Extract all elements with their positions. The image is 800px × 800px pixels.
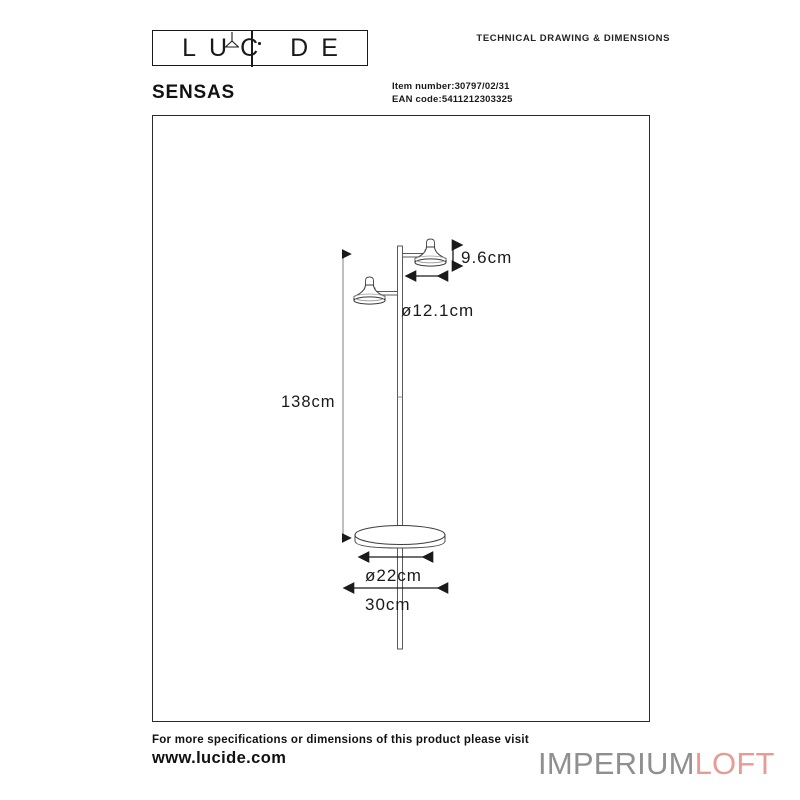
page-footer: For more specifications or dimensions of… bbox=[0, 722, 800, 800]
product-codes: Item number:30797/02/31 EAN code:5411212… bbox=[392, 80, 513, 106]
item-number-label: Item number: bbox=[392, 81, 455, 92]
imperiumloft-watermark: IMPERIUMLOFT bbox=[538, 746, 775, 782]
document-type-title: TECHNICAL DRAWING & DIMENSIONS bbox=[476, 33, 670, 44]
hanging-lamp-icon bbox=[224, 32, 240, 48]
floor-lamp-drawing: 138cm 9.6cm ø12.1cm ø22cm 30cm bbox=[281, 238, 512, 650]
ean-code-label: EAN code: bbox=[392, 94, 442, 105]
footer-note: For more specifications or dimensions of… bbox=[152, 734, 529, 746]
watermark-imperium: IMPERIUM bbox=[538, 746, 695, 781]
ean-code-row: EAN code:5411212303325 bbox=[392, 93, 513, 106]
brand-letter-i-dot bbox=[258, 42, 261, 45]
brand-logo-divider bbox=[251, 31, 253, 67]
brand-logo-letters: L U C D E bbox=[153, 31, 367, 65]
brand-letter-l: L bbox=[182, 33, 197, 62]
round-base bbox=[354, 524, 446, 549]
dimension-overall-width-label: 30cm bbox=[365, 595, 411, 614]
upper-lamp-shade bbox=[402, 238, 447, 267]
brand-letter-d: D bbox=[290, 33, 309, 62]
lamp-geometry bbox=[353, 238, 447, 650]
item-number-row: Item number:30797/02/31 bbox=[392, 80, 513, 93]
dimension-shade-height-label: 9.6cm bbox=[461, 248, 512, 267]
brand-letter-c: C bbox=[240, 33, 259, 62]
lower-lamp-shade bbox=[353, 276, 398, 305]
dimension-total-height-label: 138cm bbox=[281, 393, 336, 411]
watermark-loft: LOFT bbox=[694, 746, 775, 781]
vertical-pole bbox=[397, 245, 403, 650]
brand-logo: L U C D E bbox=[152, 30, 368, 67]
brand-letter-e: E bbox=[321, 33, 338, 62]
footer-website-link[interactable]: www.lucide.com bbox=[152, 749, 287, 767]
technical-drawing-frame: 138cm 9.6cm ø12.1cm ø22cm 30cm bbox=[152, 115, 650, 722]
ean-code-value: 5411212303325 bbox=[441, 94, 513, 105]
page-header: L U C D E TECHNICAL DRAWING & DIMENSIONS… bbox=[0, 0, 800, 112]
brand-letter-u: U bbox=[209, 33, 228, 62]
dimension-shade-diameter-label: ø12.1cm bbox=[401, 301, 474, 320]
page-title: SENSAS bbox=[152, 82, 235, 103]
item-number-value: 30797/02/31 bbox=[454, 81, 510, 92]
dimension-base-diameter-label: ø22cm bbox=[365, 566, 422, 585]
